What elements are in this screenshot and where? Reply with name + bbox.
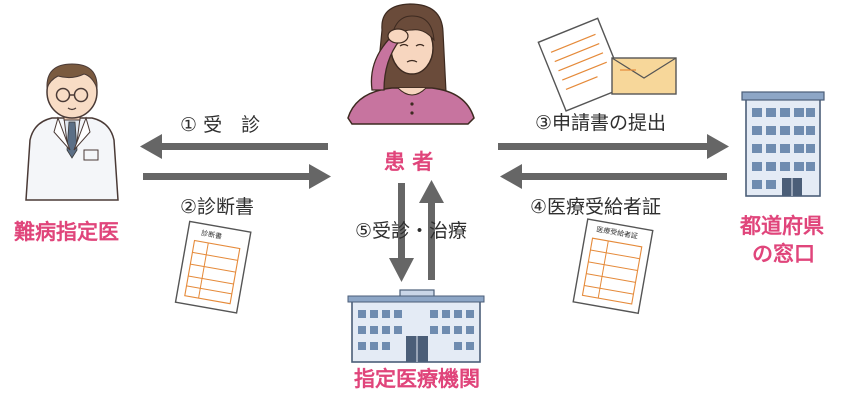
arrow-treatment-up: [419, 180, 444, 280]
step5-treatment-label: ⑤受診・治療: [355, 220, 468, 242]
institution-building-illustration: [347, 289, 485, 363]
doctor-illustration: [25, 63, 119, 201]
arrow-treatment-down: [389, 183, 414, 282]
prefecture-label-line1: 都道府県: [740, 214, 824, 238]
application-documents-illustration: [537, 17, 677, 112]
patient-label: 患 者: [384, 150, 434, 174]
prefecture-building-illustration: [741, 91, 825, 197]
step2-diagnosis-label: ②診断書: [180, 196, 255, 218]
step3-application-label: ③申請書の提出: [535, 112, 667, 134]
arrow-consult-left: [140, 134, 328, 159]
arrow-application-right: [498, 134, 729, 159]
doctor-label: 難病指定医: [14, 220, 119, 244]
step1-consult-label: ① 受 診: [180, 114, 261, 136]
patient-illustration: [347, 3, 475, 125]
diagnosis-document-illustration: [174, 220, 252, 314]
prefecture-label-line2: の窓口: [752, 242, 815, 266]
arrow-certificate-left: [500, 164, 727, 189]
certificate-document-illustration: [572, 218, 654, 315]
institution-label: 指定医療機関: [354, 367, 480, 391]
arrow-diagnosis-right: [143, 164, 331, 189]
step4-certificate-label: ④医療受給者証: [530, 196, 662, 218]
